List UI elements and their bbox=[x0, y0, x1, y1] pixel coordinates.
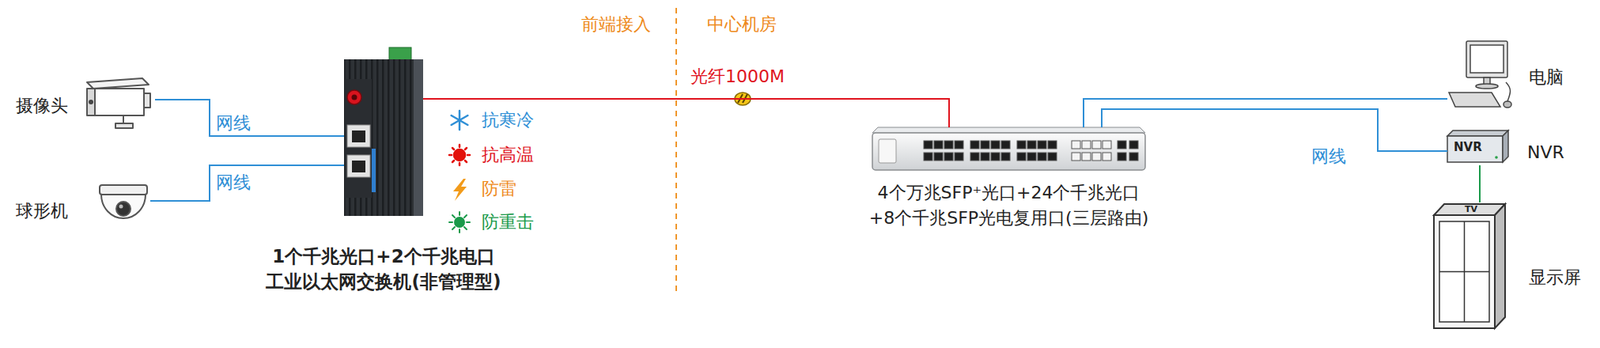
port bbox=[991, 152, 1000, 161]
lightning-icon bbox=[453, 178, 467, 201]
port bbox=[1047, 152, 1057, 161]
port bbox=[1017, 140, 1026, 149]
port bbox=[1129, 152, 1139, 161]
port bbox=[1071, 152, 1081, 161]
cable-label: 网线 bbox=[214, 113, 253, 134]
port bbox=[934, 152, 943, 161]
port bbox=[1001, 152, 1010, 161]
feature-label: 抗高温 bbox=[481, 144, 534, 166]
cable-connector bbox=[155, 99, 345, 137]
node-caption: +8个千兆SFP光电复用口(三层路由) bbox=[869, 208, 1149, 229]
dome-camera-icon bbox=[99, 185, 148, 219]
port bbox=[1092, 152, 1101, 161]
feature-label: 防雷 bbox=[481, 178, 517, 200]
port bbox=[1037, 152, 1047, 161]
nvr-icon bbox=[1447, 130, 1509, 163]
cable-connector bbox=[150, 165, 345, 201]
feature-label: 抗寒冷 bbox=[481, 109, 534, 131]
port bbox=[1037, 140, 1047, 149]
node-label: 摄像头 bbox=[15, 95, 69, 117]
computer-icon bbox=[1448, 41, 1512, 108]
cable-connector bbox=[1478, 165, 1481, 203]
cable-connector bbox=[1101, 109, 1448, 152]
port bbox=[980, 152, 990, 161]
port bbox=[1017, 152, 1026, 161]
feature-label: 防重击 bbox=[481, 211, 534, 233]
nvr-node: NVR NVR bbox=[1447, 130, 1582, 166]
port bbox=[1001, 140, 1010, 149]
port bbox=[934, 140, 943, 149]
zone-label: 中心机房 bbox=[707, 14, 777, 35]
cable-label: 网线 bbox=[214, 172, 253, 193]
node-label: 4个万兆SFP⁺光口+24个千兆光口 bbox=[877, 182, 1141, 204]
display-icon bbox=[1433, 204, 1506, 329]
port bbox=[1027, 140, 1037, 149]
industrial-switch-icon bbox=[344, 47, 424, 216]
port bbox=[970, 152, 980, 161]
sun-icon bbox=[449, 144, 470, 166]
port bbox=[991, 140, 1000, 149]
port bbox=[923, 152, 933, 161]
core-switch: 4个万兆SFP⁺光口+24个千兆光口+8个千兆SFP光电复用口(三层路由) bbox=[872, 127, 1146, 171]
cable-connector bbox=[1083, 98, 1448, 128]
port bbox=[1117, 140, 1127, 149]
zone-divider bbox=[675, 7, 678, 293]
display-node: TV 显示屏 bbox=[1433, 202, 1592, 331]
port bbox=[923, 140, 933, 149]
port bbox=[1047, 140, 1057, 149]
node-label: 1个千兆光口+2个千兆电口 bbox=[272, 245, 495, 269]
node-caption: 工业以太网交换机(非管理型) bbox=[265, 271, 501, 294]
camera-icon bbox=[86, 78, 151, 129]
node-label: 电脑 bbox=[1528, 67, 1564, 88]
port bbox=[944, 140, 954, 149]
port bbox=[944, 152, 954, 161]
node-caption: NVR bbox=[1527, 142, 1565, 163]
core-switch-icon bbox=[872, 127, 1146, 171]
node-label: 球形机 bbox=[15, 200, 69, 222]
cable-label: 网线 bbox=[1309, 146, 1348, 167]
port bbox=[970, 140, 980, 149]
port bbox=[980, 140, 990, 149]
port bbox=[1092, 140, 1101, 149]
node-label: NVR bbox=[1453, 139, 1483, 156]
port bbox=[954, 140, 964, 149]
node-label: TV bbox=[1464, 204, 1478, 215]
port bbox=[1117, 152, 1127, 161]
camera-node: 摄像头 bbox=[14, 79, 156, 127]
port bbox=[954, 152, 964, 161]
port bbox=[1081, 152, 1091, 161]
snowflake-icon bbox=[451, 110, 469, 130]
computer-node: 电脑 bbox=[1447, 39, 1574, 115]
port bbox=[1129, 140, 1139, 149]
cable-label: 光纤1000M bbox=[688, 66, 787, 87]
port bbox=[1071, 140, 1081, 149]
dome-camera-node: 球形机 bbox=[14, 180, 151, 238]
port bbox=[1102, 152, 1112, 161]
port bbox=[1102, 140, 1112, 149]
node-caption: 显示屏 bbox=[1528, 267, 1582, 288]
port bbox=[1027, 152, 1037, 161]
impact-icon bbox=[449, 211, 470, 233]
port bbox=[1081, 140, 1091, 149]
industrial-switch: 1个千兆光口+2个千兆电口工业以太网交换机(非管理型) bbox=[344, 59, 424, 216]
zone-label: 前端接入 bbox=[581, 14, 651, 35]
